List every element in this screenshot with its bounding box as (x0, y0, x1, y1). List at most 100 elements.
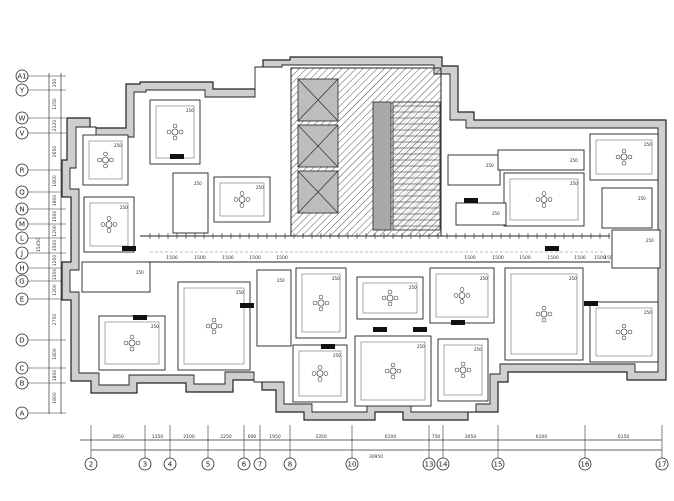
room-15: 250 (504, 267, 584, 361)
room-16: 250 (589, 301, 659, 363)
room-6: 250 (177, 281, 251, 371)
grid-axis-label: 7 (258, 461, 262, 469)
room-18: 250 (503, 172, 585, 227)
room-height-label: 250 (333, 353, 341, 358)
room-8: 250 (81, 261, 151, 293)
grid-axis-label: A1 (17, 73, 26, 81)
central-core (290, 67, 442, 237)
rooms-layer: 250 250 250 250 250 250 250 250 250 250 250 250 250 2… (81, 99, 661, 407)
room-height-label: 250 (644, 310, 652, 315)
fixture-icon (584, 301, 598, 306)
grid-axis-w: W 2120 (15, 111, 66, 132)
room-14: 250 (429, 267, 495, 324)
ceiling-light-icon (620, 328, 628, 336)
fixture-icon (451, 320, 465, 325)
grid-axis-label: 3 (143, 461, 147, 469)
room-height-label: 250 (646, 238, 654, 243)
grid-axis-7: 7 1950 (253, 425, 281, 471)
room-height-label: 250 (486, 163, 494, 168)
ceiling-light-icon (389, 367, 397, 375)
grid-axis-label: N (19, 206, 24, 214)
room-height-label: 250 (480, 276, 488, 281)
room-height-label: 250 (277, 278, 285, 283)
room-11: 250 (356, 276, 424, 320)
dimension-label: 1350 (152, 434, 164, 440)
grid-axis-16: 16 6150 (578, 425, 630, 471)
dimension-label: 750 (432, 434, 441, 440)
grid-axis-label: L (20, 235, 24, 243)
dimension-label: 2750 (52, 314, 58, 326)
room-height-label: 250 (638, 196, 646, 201)
grid-axis-label: R (20, 167, 25, 175)
room-height-label: 250 (570, 158, 578, 163)
dimension-label: 2120 (52, 120, 58, 132)
dimension-label: 3050 (465, 434, 477, 440)
room-height-label: 250 (570, 181, 578, 186)
grid-axis-label: C (20, 365, 25, 373)
room-2: 250 (149, 99, 201, 165)
dimension-label: 2100 (183, 434, 195, 440)
room-7: 250 (98, 315, 166, 371)
dimension-label: 1500 (52, 211, 58, 223)
grid-axis-a: A (15, 406, 66, 420)
dimension-label: 350 (52, 79, 58, 88)
dimension-label: 6100 (536, 434, 548, 440)
grid-axis-label: E (20, 296, 24, 304)
dimension-label: 1800 (52, 392, 58, 404)
grid-axis-label: 2 (89, 461, 93, 469)
room-21: 250 (601, 187, 653, 229)
bottom-total-dimension: 30950 (369, 454, 383, 460)
corridor-dimension: 1500 (492, 255, 504, 261)
grid-axis-label: 15 (494, 461, 503, 469)
room-height-label: 250 (417, 344, 425, 349)
room-height-label: 250 (120, 205, 128, 210)
dimension-label: 6100 (385, 434, 397, 440)
corridor-dimension: 1500 (594, 255, 606, 261)
dimension-label: 1200 (52, 284, 58, 296)
dimension-label: 1950 (269, 434, 281, 440)
ceiling-light-icon (386, 294, 394, 302)
ceiling-light-icon (540, 196, 548, 203)
room-12: 250 (354, 335, 432, 407)
room-height-label: 250 (256, 185, 264, 190)
room-height-label: 250 (332, 276, 340, 281)
dimension-label: 1200 (52, 255, 58, 267)
grid-axis-15: 15 6100 (491, 425, 548, 471)
fixture-icon (122, 246, 136, 251)
wall-ticks (122, 154, 610, 349)
room-height-label: 250 (492, 211, 500, 216)
grid-axis-label: 13 (425, 461, 434, 469)
dimension-label: 1500 (52, 240, 58, 252)
grid-axis-label: 8 (288, 461, 292, 469)
grid-axis-label: 16 (581, 461, 590, 469)
ceiling-light-icon (317, 299, 325, 307)
room-height-label: 250 (114, 143, 122, 148)
room-24: 250 (455, 202, 507, 226)
dimension-label: 3350 (315, 434, 327, 440)
room-height-label: 250 (236, 290, 244, 295)
grid-axis-label: V (20, 130, 25, 138)
corridor-dimension: 1500 (166, 255, 178, 261)
room-height-label: 250 (569, 276, 577, 281)
fixture-icon (373, 327, 387, 332)
grid-axis-label: W (19, 115, 26, 123)
grid-axis-l: L 1500 (15, 231, 66, 252)
dimension-label: 6150 (618, 434, 630, 440)
room-23: 250 (295, 267, 347, 339)
dimension-label: 1800 (52, 348, 58, 360)
room-20: 250 (497, 149, 585, 171)
grid-axis-label: Y (19, 87, 25, 95)
grid-axis-13: 13 750 (422, 425, 441, 471)
corridor-dimension: 1500 (464, 255, 476, 261)
room-4: 250 (172, 172, 209, 234)
fixture-icon (170, 154, 184, 159)
fixture-icon (464, 198, 478, 203)
